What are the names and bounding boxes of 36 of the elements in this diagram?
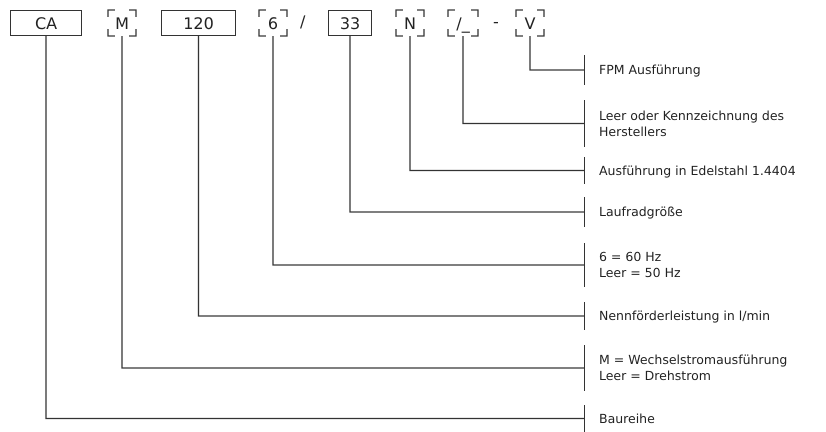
description-text: Laufradgröße <box>599 204 684 220</box>
leader-line <box>409 36 584 172</box>
leader-line <box>272 36 584 266</box>
optional-code-field <box>396 10 424 36</box>
code-field <box>328 10 372 36</box>
code-text: 120 <box>183 14 214 32</box>
optional-code-field <box>516 10 544 36</box>
code-text: M <box>115 14 129 32</box>
separator-sign: - <box>493 12 499 31</box>
code-text: /_ <box>456 14 470 32</box>
code-text: V <box>524 14 536 32</box>
leader-line <box>45 36 584 420</box>
code-field <box>10 10 82 36</box>
optional-code-field <box>448 10 478 36</box>
description-text: M = Wechselstromausführung <box>599 352 788 368</box>
description-text: Leer = Drehstrom <box>599 368 712 384</box>
leader-line <box>462 36 584 124</box>
code-text: N <box>404 14 416 32</box>
separator-sign: / <box>300 12 306 31</box>
leader-line <box>121 36 584 369</box>
code-text: 6 <box>268 14 278 32</box>
optional-code-field <box>259 10 287 36</box>
leader-line <box>349 36 584 213</box>
description-text: Nennförderleistung in l/min <box>599 308 772 324</box>
code-text: 33 <box>340 14 360 32</box>
description-text: 6 = 60 Hz <box>599 249 662 265</box>
description-text: Leer oder Kennzeichnung des Herstellers <box>599 108 786 140</box>
description-text: FPM Ausführung <box>599 62 702 78</box>
code-text: CA <box>34 14 58 32</box>
description-text: Leer = 50 Hz <box>599 265 682 281</box>
description-text: Ausführung in Edelstahl 1.4404 <box>599 162 797 178</box>
description-text: Baureihe <box>599 410 656 426</box>
optional-code-field <box>108 10 136 36</box>
leader-line <box>529 36 584 71</box>
code-field <box>161 10 236 36</box>
leader-line <box>198 36 584 317</box>
